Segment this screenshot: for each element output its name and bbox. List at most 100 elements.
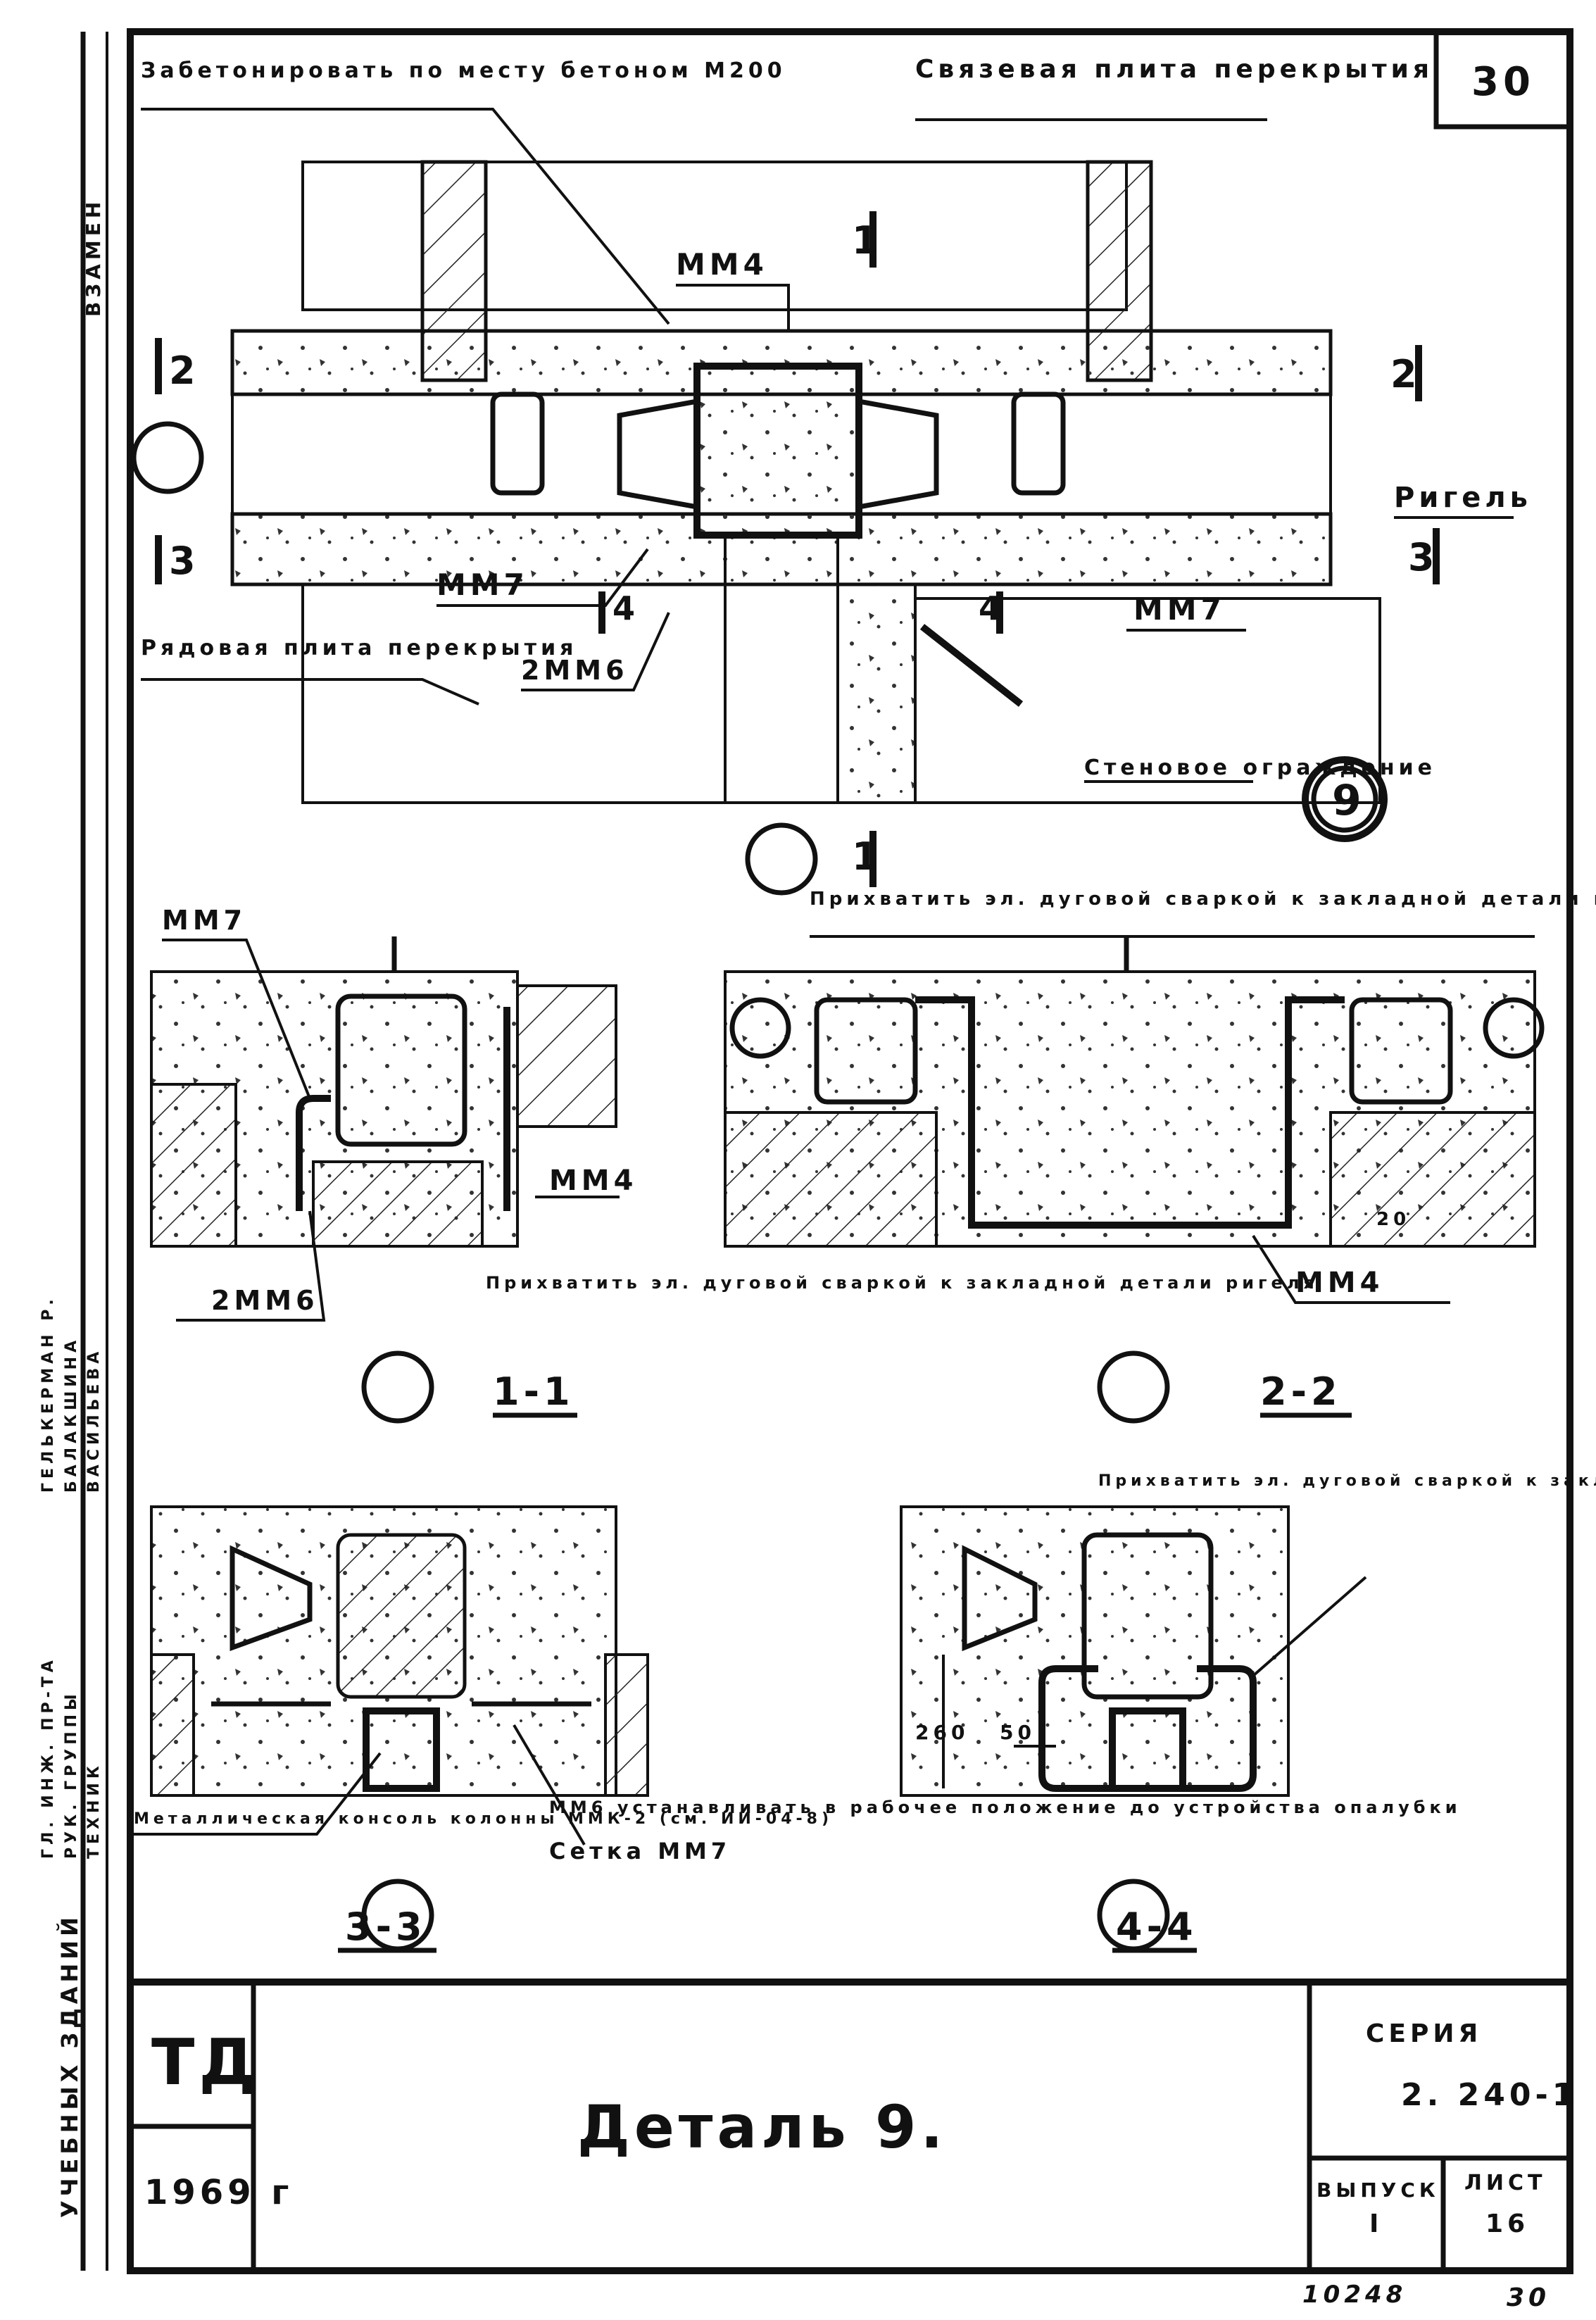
tb-issue-label: ВЫПУСК <box>1317 2178 1440 2202</box>
plan-label-tie-slab: Связевая плита перекрытия <box>915 55 1433 84</box>
side-role-1: ГЛ. ИНЖ. ПР-ТА <box>39 1656 57 1859</box>
sec2-dim-20: 20 <box>1376 1209 1410 1230</box>
sec2-rib-right <box>1349 997 1453 1105</box>
plan-label-mm7-right: ММ7 <box>1133 592 1226 627</box>
page-number-bottom: 30 <box>1507 2283 1550 2312</box>
plan-cut-4-right: 4 <box>979 589 1005 627</box>
leader-concrete <box>141 108 670 325</box>
side-stamp: ВЗАМЕН <box>82 198 105 317</box>
plan-detail-number: 9 <box>1332 776 1366 825</box>
plan-cut-4-left: 4 <box>612 589 639 627</box>
row-slab <box>301 583 727 804</box>
support-block-left <box>490 391 545 496</box>
plan-cut-1-top: 1 <box>852 218 883 263</box>
sec3-label-console: Металлическая консоль колонны ММК-2 (см.… <box>134 1810 833 1828</box>
sec1-label-mm7: ММ7 <box>162 905 246 936</box>
sec1-label-mm4: ММ4 <box>549 1165 637 1197</box>
sec1-mm4-bar <box>296 1095 331 1211</box>
tb-series-value: 2. 240-1 <box>1401 2077 1578 2113</box>
sec3-console <box>230 1545 313 1651</box>
sec1-label-2mm6: 2ММ6 <box>211 1285 319 1316</box>
tb-sheet-label: ЛИСТ <box>1464 2171 1547 2195</box>
sec1-axis-circle <box>361 1350 434 1424</box>
sec2-axis-circle <box>1097 1350 1170 1424</box>
section-4-4 <box>900 1505 1367 1953</box>
plan-label-mm7-left: ММ7 <box>436 568 529 602</box>
sec1-leader-mm7 <box>162 939 311 1099</box>
plan-cut-3-left: 3 <box>169 539 200 583</box>
sec1-leader-2mm6 <box>176 1210 326 1322</box>
plan-label-mm4: ММ4 <box>676 247 768 282</box>
plan-cut-2-right: 2 <box>1390 352 1421 396</box>
sec1-note: Прихватить эл. дуговой сваркой к закладн… <box>486 1273 1319 1293</box>
tb-series-label: СЕРИЯ <box>1366 2019 1482 2048</box>
section-3-3 <box>134 1505 649 1953</box>
detail-circle-inner <box>1311 765 1378 833</box>
console-left <box>617 398 700 510</box>
sec2-beam-left <box>724 1111 938 1248</box>
console-right <box>856 398 939 510</box>
tb-org: ТД <box>151 2026 260 2100</box>
sec2-void-left <box>729 997 791 1059</box>
sec1-rib <box>335 993 467 1147</box>
sec4-dim-50: 50 <box>1000 1721 1036 1744</box>
sec2-label-mm4: ММ4 <box>1295 1267 1383 1299</box>
leader-2mm6 <box>521 612 670 691</box>
sec4-rib <box>1081 1532 1214 1700</box>
sec2-mm4-bar <box>915 996 1345 1229</box>
plan-cut-1-bottom: 1 <box>852 834 883 879</box>
sec3-title: 3-3 <box>345 1905 427 1949</box>
sec4-dim-260: 260 <box>915 1721 969 1744</box>
axis-circle-bottom <box>745 822 818 896</box>
sec2-note: Прихватить эл. дуговой сваркой к закладн… <box>810 889 1596 910</box>
page-number-box <box>1433 29 1573 130</box>
mm7-bar <box>919 624 1024 707</box>
sec4-slab <box>900 1505 1290 1797</box>
plan-cut-2-left: 2 <box>169 349 200 393</box>
sec2-rib-left <box>814 997 918 1105</box>
side-name-2: БАЛАКШИНА <box>63 1336 80 1493</box>
sec4-title: 4-4 <box>1116 1905 1198 1949</box>
tb-title: Деталь 9. <box>577 2093 947 2162</box>
axis-circle-left <box>131 421 204 494</box>
sec3-label-mesh: Сетка ММ7 <box>549 1838 731 1864</box>
plan-label-row-slab: Рядовая плита перекрытия <box>141 636 577 660</box>
sec3-rib <box>336 1533 467 1699</box>
side-role-2: РУК. ГРУППЫ <box>63 1690 80 1859</box>
sec4-console <box>962 1545 1038 1652</box>
sec1-title: 1-1 <box>493 1369 574 1414</box>
side-title: УЧЕБНЫХ ЗДАНИЙ <box>56 1913 83 2218</box>
sec1-beam-hatch <box>150 1083 237 1248</box>
tb-year: 1969 г <box>144 2173 293 2212</box>
sec3-leader-mesh <box>513 1724 586 1846</box>
sec1-beam-right <box>312 1160 484 1248</box>
sec3-leader-console <box>134 1752 382 1836</box>
sec2-leader-mm4 <box>1252 1234 1450 1304</box>
detail-circle-outer <box>1302 756 1388 842</box>
leader-mm4 <box>676 284 790 331</box>
side-role-3: ТЕХНИК <box>85 1762 103 1859</box>
sec4-leader-note <box>1252 1576 1367 1677</box>
support-block-right <box>1011 391 1066 496</box>
sec4-note: Прихватить эл. дуговой сваркой к закладн… <box>1098 1472 1596 1490</box>
plan-cut-3-right: 3 <box>1408 535 1439 579</box>
side-name-1: ГЕЛЬКЕРМАН Р. <box>39 1295 57 1493</box>
sec2-title: 2-2 <box>1260 1369 1342 1414</box>
plan-label-beam: Ригель <box>1394 482 1532 514</box>
plan-label-concrete: Забетонировать по месту бетоном М200 <box>141 58 786 83</box>
sec3-beam-right <box>604 1653 649 1797</box>
sec3-metal-console <box>363 1707 440 1792</box>
section-2-2 <box>724 935 1545 1424</box>
sec3-note-mm6: ММ6 устанавливать в рабочее положение до… <box>549 1798 1462 1817</box>
tb-issue-value: I <box>1369 2209 1383 2238</box>
tb-sheet-value: 16 <box>1485 2209 1529 2238</box>
sec3-beam-left <box>150 1653 195 1797</box>
side-name-3: ВАСИЛЬЕВА <box>85 1348 103 1493</box>
sec2-void-right <box>1483 997 1545 1059</box>
plan-label-2mm6: 2ММ6 <box>521 655 629 686</box>
sec2-beam-right <box>1329 1111 1536 1248</box>
column <box>693 363 862 539</box>
sec4-bar <box>1038 1665 1257 1792</box>
plan-view <box>131 108 1514 896</box>
